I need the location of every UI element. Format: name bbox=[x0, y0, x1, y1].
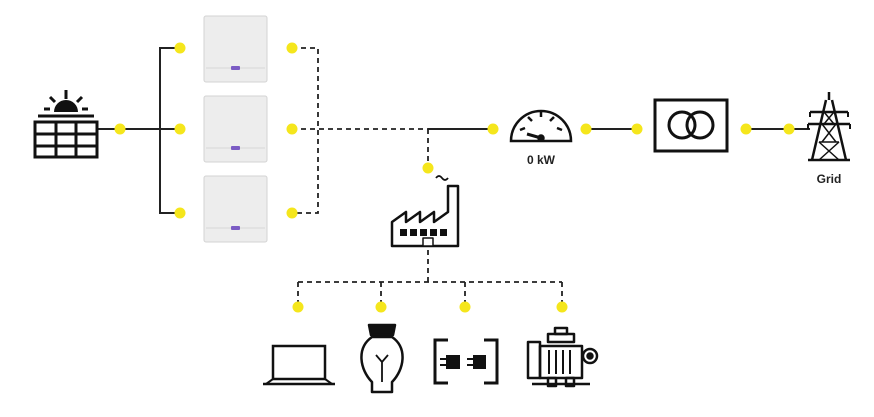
connector-dot bbox=[783, 123, 795, 135]
connector-dot bbox=[580, 123, 592, 135]
connector-dot bbox=[375, 301, 387, 313]
light-bulb-icon bbox=[360, 323, 404, 394]
connector-dot bbox=[286, 207, 298, 219]
factory-icon bbox=[390, 175, 460, 248]
connector-dot bbox=[631, 123, 643, 135]
connector-dot bbox=[286, 123, 298, 135]
connector-dot bbox=[174, 123, 186, 135]
gauge-icon bbox=[509, 109, 573, 143]
meter-power-label: 0 kW bbox=[527, 153, 556, 167]
connector-dot bbox=[286, 42, 298, 54]
connector-dot bbox=[174, 42, 186, 54]
connector-dots bbox=[114, 42, 795, 313]
connector-dot bbox=[459, 301, 471, 313]
plug-icon bbox=[433, 338, 499, 385]
inverter-badge bbox=[231, 66, 240, 70]
connector-dot bbox=[487, 123, 499, 135]
connector-dot bbox=[114, 123, 126, 135]
inverter-1 bbox=[203, 15, 268, 83]
inverter-badge bbox=[231, 146, 240, 150]
connector-dot bbox=[292, 301, 304, 313]
inverter-2 bbox=[203, 95, 268, 163]
connector-dot bbox=[556, 301, 568, 313]
inverter-badge bbox=[231, 226, 240, 230]
inverter-input-bus bbox=[159, 47, 180, 214]
laptop-icon bbox=[263, 344, 335, 386]
connector-dot bbox=[422, 162, 434, 174]
inverter-3 bbox=[203, 175, 268, 243]
transmission-tower-icon bbox=[807, 92, 851, 162]
solid-connections bbox=[97, 47, 810, 214]
grid-label: Grid bbox=[817, 172, 842, 186]
connector-dot bbox=[740, 123, 752, 135]
transformer-icon bbox=[653, 98, 729, 153]
solar-panel-icon bbox=[33, 90, 99, 159]
connector-dot bbox=[174, 207, 186, 219]
generator-engine-icon bbox=[526, 326, 599, 388]
inverter-output-bus bbox=[292, 47, 319, 214]
dashed-connections bbox=[292, 47, 563, 307]
